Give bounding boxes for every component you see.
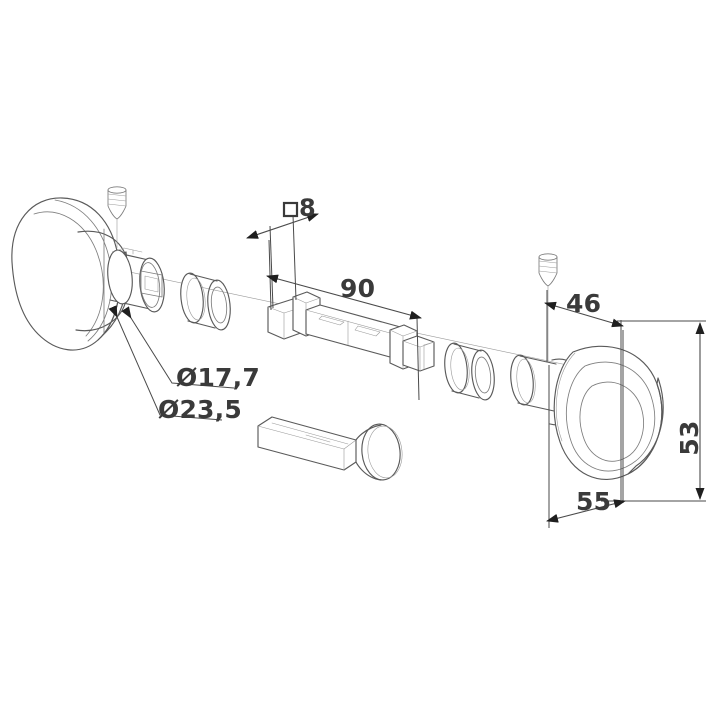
dimension-label-diameter-17-7: Ø17,7 — [176, 363, 260, 392]
part-right-bushing-ring — [444, 342, 495, 401]
part-left-knob — [11, 197, 165, 351]
dimension-label-55: 55 — [576, 487, 611, 516]
dimension-spindle-length: 90 — [266, 239, 422, 401]
dimension-collar-bore: Ø17,7 — [121, 306, 260, 392]
dimension-knob-projection: 46 — [544, 289, 624, 500]
dimension-knob-width: 55 — [546, 330, 626, 528]
dimension-spindle-square: 8 — [246, 194, 319, 309]
dimension-label-53: 53 — [675, 420, 704, 455]
square-symbol-icon — [282, 201, 299, 218]
dimension-label-90: 90 — [340, 274, 375, 303]
part-fixing-pin — [257, 416, 403, 481]
square-drive-socket — [140, 270, 163, 298]
dimension-knob-height: 53 — [601, 320, 706, 502]
dimension-label-8: 8 — [299, 194, 316, 222]
dimension-rose-boss: Ø23,5 — [108, 305, 242, 424]
dimension-label-diameter-23-5: Ø23,5 — [158, 395, 242, 424]
dimension-label-46: 46 — [566, 289, 601, 318]
part-right-knob — [510, 345, 664, 480]
part-left-bushing-ring — [180, 272, 231, 331]
part-left-grub-screw — [107, 186, 127, 249]
